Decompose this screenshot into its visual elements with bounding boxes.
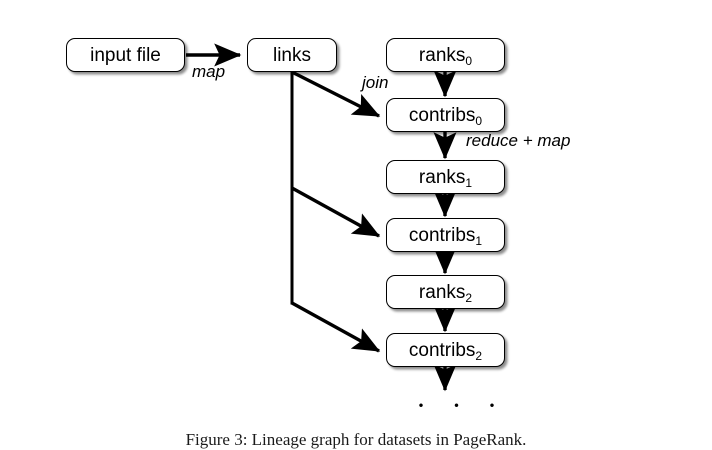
node-ranks-0-label: ranks0 <box>418 44 473 68</box>
node-contribs-2[interactable]: contribs2 <box>386 333 505 367</box>
node-ranks-2[interactable]: ranks2 <box>386 275 505 309</box>
node-links[interactable]: links <box>247 38 337 72</box>
edge-label-join: join <box>362 73 389 92</box>
edge-label-reduce-plus-map: reduce + map <box>466 131 571 150</box>
node-ranks-2-label: ranks2 <box>418 281 473 305</box>
node-ranks-0[interactable]: ranks0 <box>386 38 505 72</box>
node-input-file[interactable]: input file <box>66 38 185 72</box>
edge-links-to-contribs2 <box>291 301 381 353</box>
edge-links-to-contribs1 <box>291 186 381 238</box>
node-contribs-2-label: contribs2 <box>408 339 483 363</box>
node-ranks-1[interactable]: ranks1 <box>386 160 505 194</box>
node-contribs-1-label: contribs1 <box>408 224 483 248</box>
node-contribs-1[interactable]: contribs1 <box>386 218 505 252</box>
node-contribs-0[interactable]: contribs0 <box>386 98 505 132</box>
node-contribs-0-label: contribs0 <box>408 104 483 128</box>
node-ranks-1-label: ranks1 <box>418 166 473 190</box>
node-links-label: links <box>272 44 311 66</box>
ellipsis-continuation: · · · <box>416 389 506 422</box>
figure-caption: Figure 3: Lineage graph for datasets in … <box>185 430 527 449</box>
edge-label-map: map <box>192 62 226 81</box>
node-input-file-label: input file <box>90 44 161 66</box>
